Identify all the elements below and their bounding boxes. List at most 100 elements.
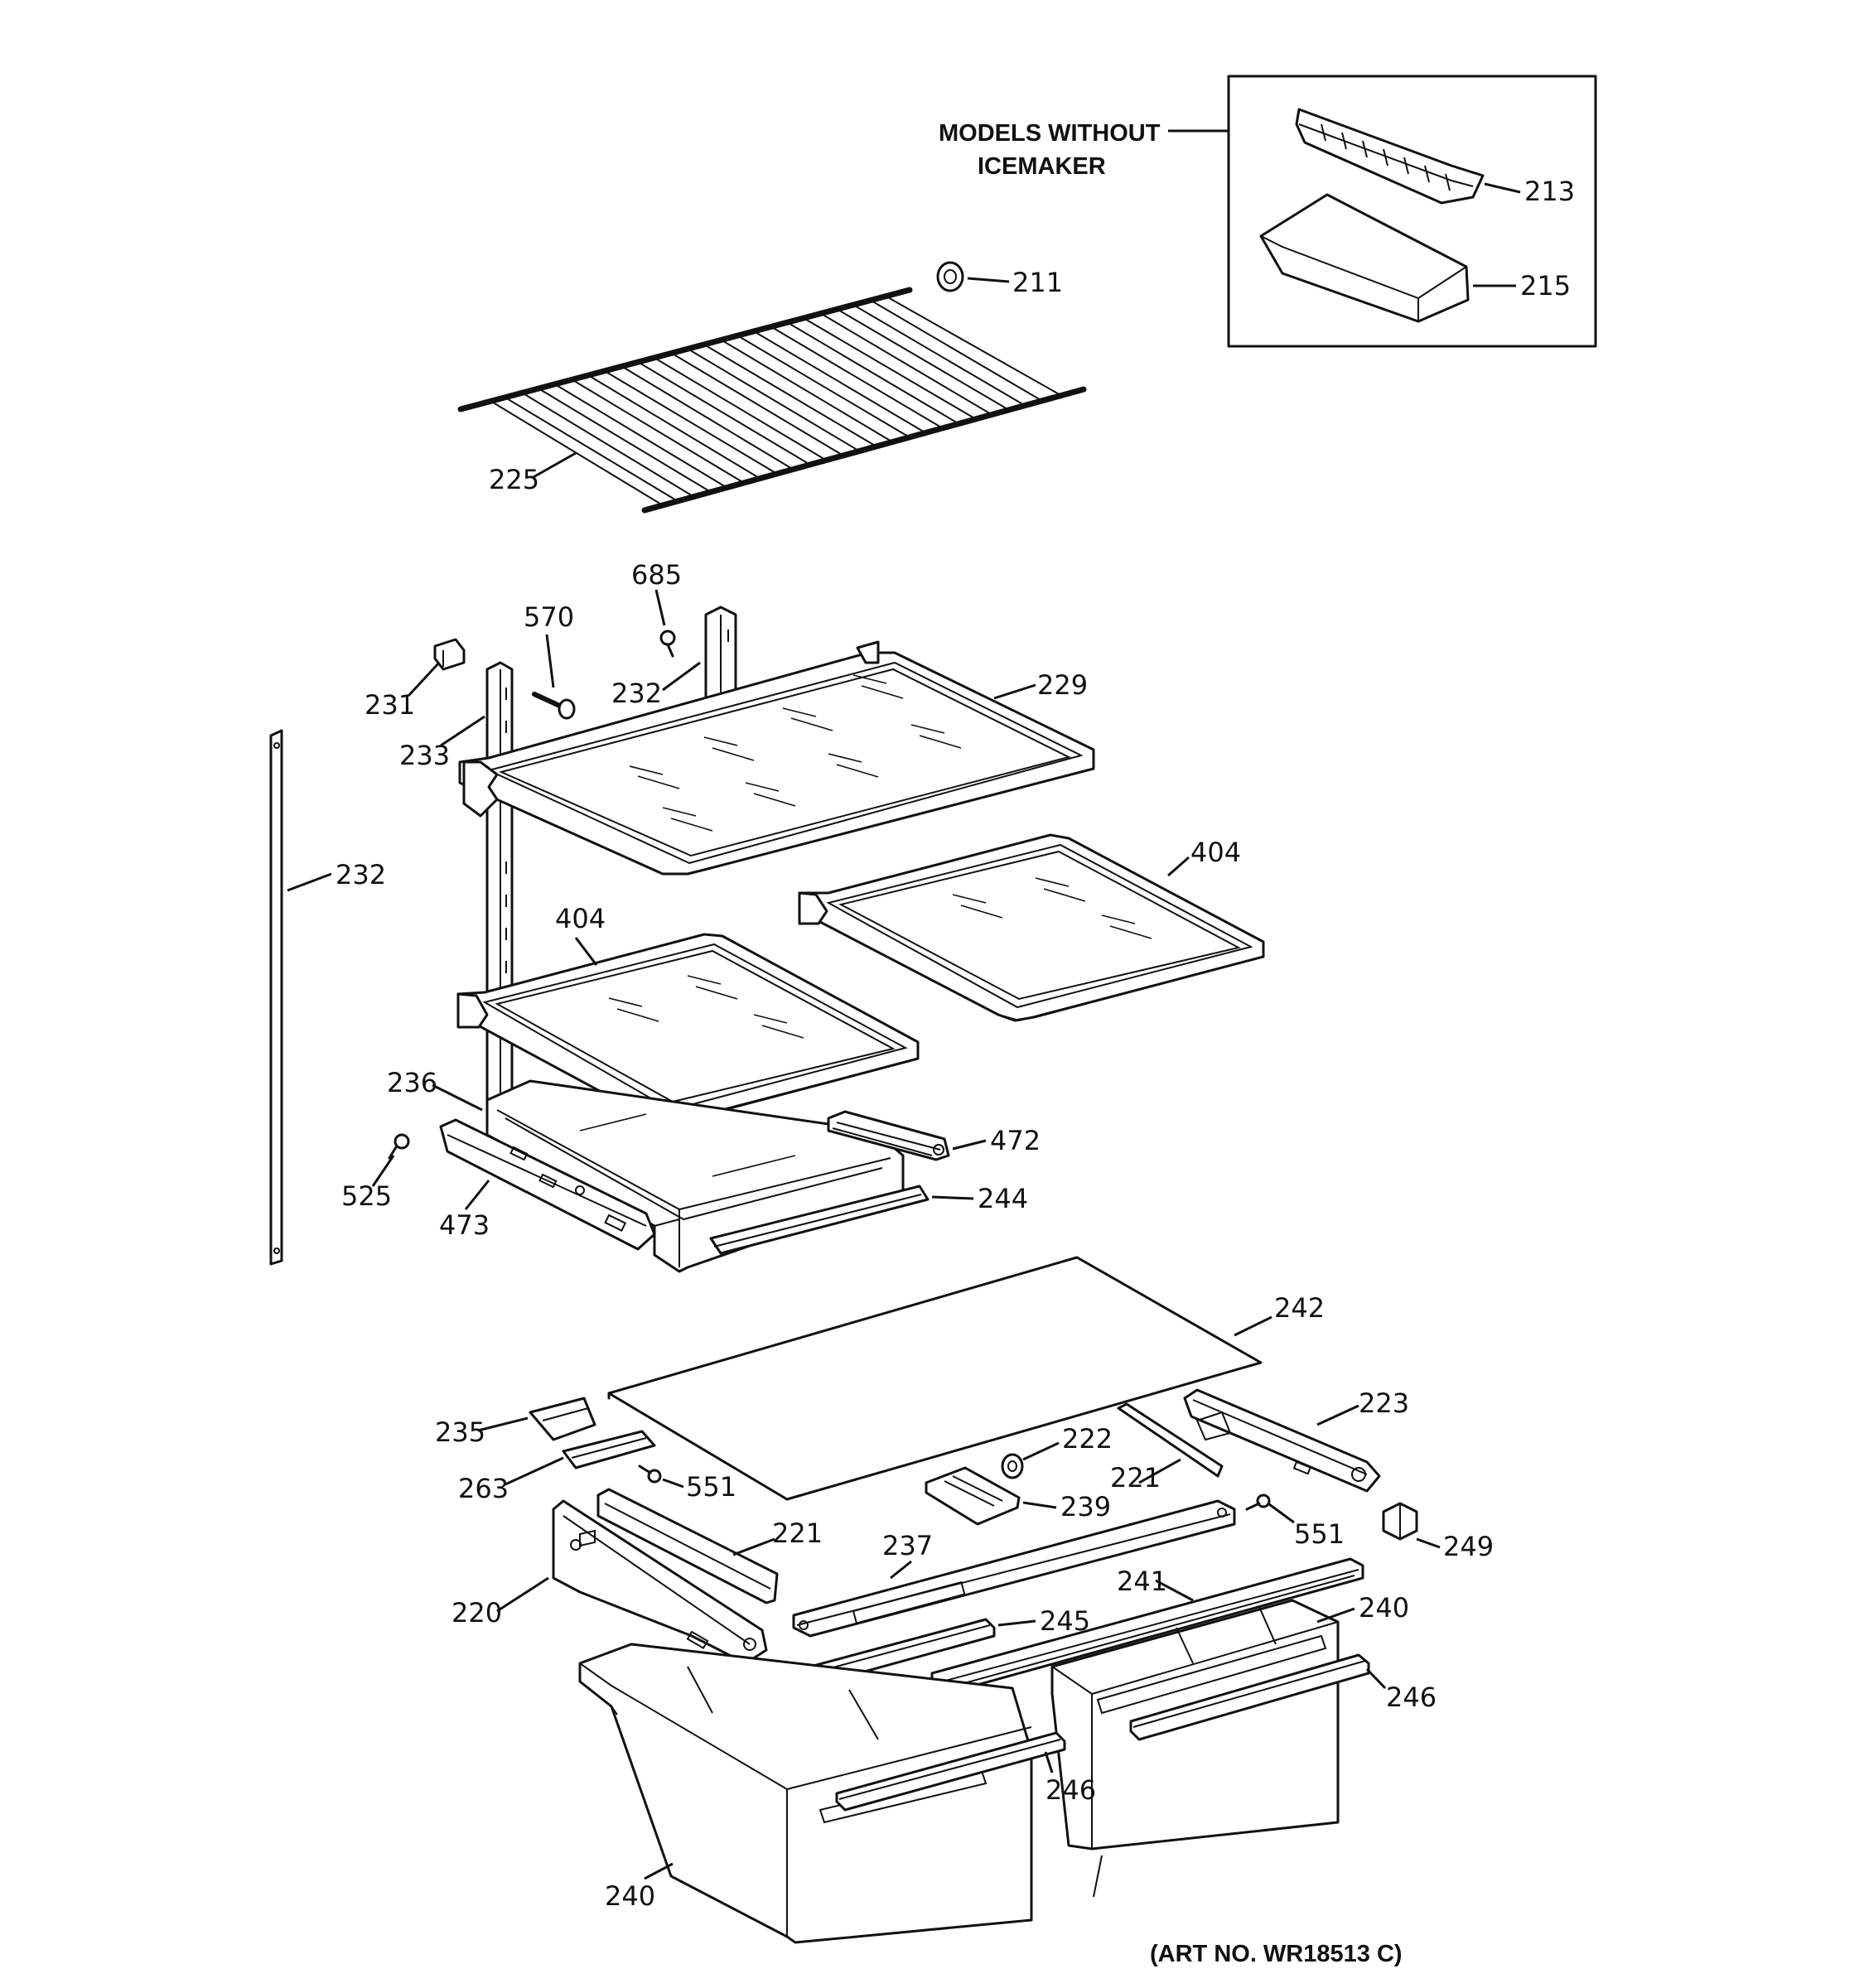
leader-222	[1022, 1441, 1060, 1461]
leader-239	[1022, 1501, 1057, 1509]
callout-231: 231	[365, 689, 415, 721]
leader-220	[496, 1576, 549, 1613]
callout-244: 244	[978, 1183, 1028, 1214]
leader-472	[952, 1139, 987, 1151]
callout-263: 263	[458, 1473, 509, 1504]
leader-551-right	[1268, 1503, 1295, 1524]
cover-glass-part-242	[607, 1256, 1263, 1501]
callout-241: 241	[1117, 1566, 1167, 1597]
callout-237: 237	[882, 1530, 933, 1561]
leader-240-right	[1316, 1607, 1355, 1624]
leader-240-left	[644, 1862, 674, 1880]
leader-570	[545, 634, 555, 688]
callout-239: 239	[1060, 1491, 1111, 1522]
rail-part-232-left	[269, 729, 283, 1266]
callout-240-left: 240	[605, 1880, 655, 1912]
glass-reflections-404-left	[608, 975, 804, 1039]
callout-236: 236	[387, 1067, 437, 1098]
leader-225	[531, 451, 577, 480]
leader-221-left	[732, 1537, 775, 1556]
callout-404-right: 404	[1190, 837, 1241, 868]
callout-229: 229	[1037, 669, 1088, 701]
callout-242: 242	[1274, 1292, 1325, 1324]
callout-232-top: 232	[611, 678, 662, 709]
leader-244	[931, 1195, 974, 1200]
callout-246-right: 246	[1386, 1682, 1437, 1713]
leader-233	[440, 715, 485, 747]
leader-229	[993, 683, 1036, 700]
leader-241	[1155, 1579, 1194, 1602]
art-number: (ART NO. WR18513 C)	[1150, 1941, 1403, 1967]
leader-246-center	[1044, 1751, 1054, 1773]
glass-reflections-404-right	[952, 877, 1152, 939]
bar-part-221-right	[1117, 1402, 1224, 1478]
handle-part-246-center	[835, 1731, 1066, 1812]
glass-shelf-part-229	[458, 640, 1095, 876]
leader-685	[654, 589, 666, 626]
inset-caption-line2: ICEMAKER	[978, 153, 1106, 180]
inset-caption-line1: MODELS WITHOUT	[939, 120, 1161, 147]
inset-box: MODELS WITHOUT ICEMAKER 213 215	[939, 75, 1597, 348]
slide-bracket-part-473	[439, 1118, 656, 1251]
callout-551-left: 551	[686, 1471, 736, 1503]
leader-223	[1316, 1404, 1359, 1426]
leader-211	[967, 277, 1010, 283]
callout-232-left: 232	[336, 859, 386, 890]
leader-245	[997, 1619, 1036, 1627]
callout-685: 685	[631, 559, 682, 591]
leader-263	[505, 1456, 564, 1486]
rail-part-237	[792, 1499, 1236, 1638]
support-part-235	[529, 1397, 596, 1441]
callout-245: 245	[1040, 1605, 1090, 1637]
callout-235: 235	[435, 1416, 485, 1448]
clip-part-239	[925, 1466, 1021, 1526]
leader-237	[890, 1560, 912, 1580]
callout-404-left: 404	[555, 903, 606, 934]
glass-shelf-part-404-left	[456, 933, 920, 1124]
leader-236	[432, 1083, 483, 1112]
leader-235	[477, 1416, 529, 1432]
support-part-263	[562, 1430, 656, 1469]
glass-shelf-part-404-right	[798, 833, 1265, 1022]
screw-part-551-right	[1245, 1493, 1271, 1511]
callout-551-right: 551	[1294, 1518, 1345, 1550]
callout-472: 472	[990, 1125, 1041, 1156]
callout-221-left: 221	[772, 1518, 823, 1549]
leader-221-right	[1138, 1458, 1181, 1484]
crisper-drawer-part-240-left	[578, 1643, 1033, 1944]
inset-border	[1227, 75, 1597, 348]
screw-part-551-left	[638, 1464, 662, 1484]
callout-215: 215	[1520, 270, 1571, 302]
bar-part-221-left	[596, 1488, 779, 1604]
screw-part-685	[659, 630, 676, 658]
glass-reflections-229	[629, 674, 962, 832]
callout-233: 233	[399, 740, 450, 771]
slide-rail-part-472	[827, 1110, 950, 1161]
wire-shelf-part-225	[457, 287, 1087, 514]
handle-part-246-right	[1129, 1653, 1370, 1741]
rail-part-233	[485, 661, 514, 1132]
leader-213	[1484, 182, 1521, 194]
callout-223: 223	[1359, 1387, 1409, 1419]
leader-473	[464, 1180, 490, 1210]
callout-222: 222	[1062, 1423, 1113, 1455]
leader-246-right	[1365, 1667, 1387, 1690]
callout-240-right: 240	[1359, 1592, 1409, 1624]
screw-part-570	[532, 692, 576, 720]
leader-242	[1234, 1315, 1272, 1337]
callout-570: 570	[524, 601, 574, 633]
leader-404-right	[1167, 856, 1190, 877]
ice-tray-part-213	[1295, 108, 1485, 205]
leader-525	[371, 1155, 395, 1187]
callout-221-right: 221	[1110, 1462, 1161, 1493]
part-249	[1382, 1502, 1418, 1541]
callout-220: 220	[452, 1597, 502, 1629]
leader-231	[407, 661, 441, 697]
leader-404-left	[574, 937, 598, 966]
callout-525: 525	[341, 1180, 392, 1212]
leader-232-left	[287, 872, 332, 892]
ice-bin-part-215	[1259, 193, 1470, 323]
clip-part-231	[433, 638, 466, 671]
screw-part-525	[388, 1133, 410, 1160]
